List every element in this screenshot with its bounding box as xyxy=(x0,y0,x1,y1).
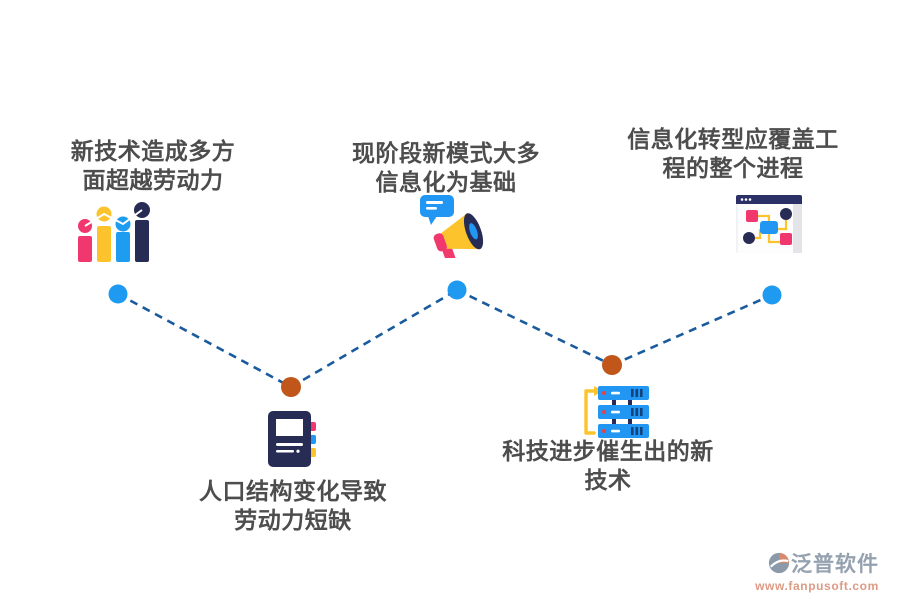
timeline-dot-2 xyxy=(281,377,301,397)
node-4-label-line-1: 科技进步催生出的新 xyxy=(502,438,714,464)
timeline-dot-5 xyxy=(762,285,782,305)
node-1-label: 新技术造成多方 面超越劳动力 xyxy=(23,137,283,195)
watermark-url: www.fanpusoft.com xyxy=(755,579,879,593)
node-1-label-line-2: 面超越劳动力 xyxy=(82,167,224,193)
node-5-label-line-2: 程的整个进程 xyxy=(662,155,804,181)
fanpu-logo-icon xyxy=(768,552,790,574)
connector-segment xyxy=(117,292,292,389)
node-2-label-line-2: 劳动力短缺 xyxy=(234,507,352,533)
node-4-label-line-2: 技术 xyxy=(584,467,632,493)
node-3-label: 现阶段新模式大多 信息化为基础 xyxy=(316,139,576,197)
server-stack-icon xyxy=(584,386,649,438)
node-5-label: 信息化转型应覆盖工 程的整个进程 xyxy=(603,125,863,183)
flowchart-window-icon xyxy=(736,195,802,253)
timeline-dot-1 xyxy=(108,284,128,304)
timeline-dot-4 xyxy=(602,355,622,375)
bar-chart-icon xyxy=(78,202,150,262)
notebook-icon xyxy=(268,411,316,467)
watermark: 泛普软件 www.fanpusoft.com xyxy=(742,548,892,593)
node-3-label-line-1: 现阶段新模式大多 xyxy=(352,140,540,166)
connector-segment xyxy=(456,288,613,367)
node-5-label-line-1: 信息化转型应覆盖工 xyxy=(627,126,839,152)
megaphone-icon xyxy=(420,195,484,258)
node-1-label-line-1: 新技术造成多方 xyxy=(70,138,236,164)
watermark-brand: 泛普软件 xyxy=(791,553,879,576)
node-4-label: 科技进步催生出的新 技术 xyxy=(478,437,738,495)
connector-segment xyxy=(611,293,773,367)
node-2-label-line-1: 人口结构变化导致 xyxy=(199,478,387,504)
node-3-label-line-2: 信息化为基础 xyxy=(375,169,517,195)
connector-segment xyxy=(290,288,458,389)
node-2-label: 人口结构变化导致 劳动力短缺 xyxy=(163,477,423,535)
timeline-dot-3 xyxy=(447,280,467,300)
